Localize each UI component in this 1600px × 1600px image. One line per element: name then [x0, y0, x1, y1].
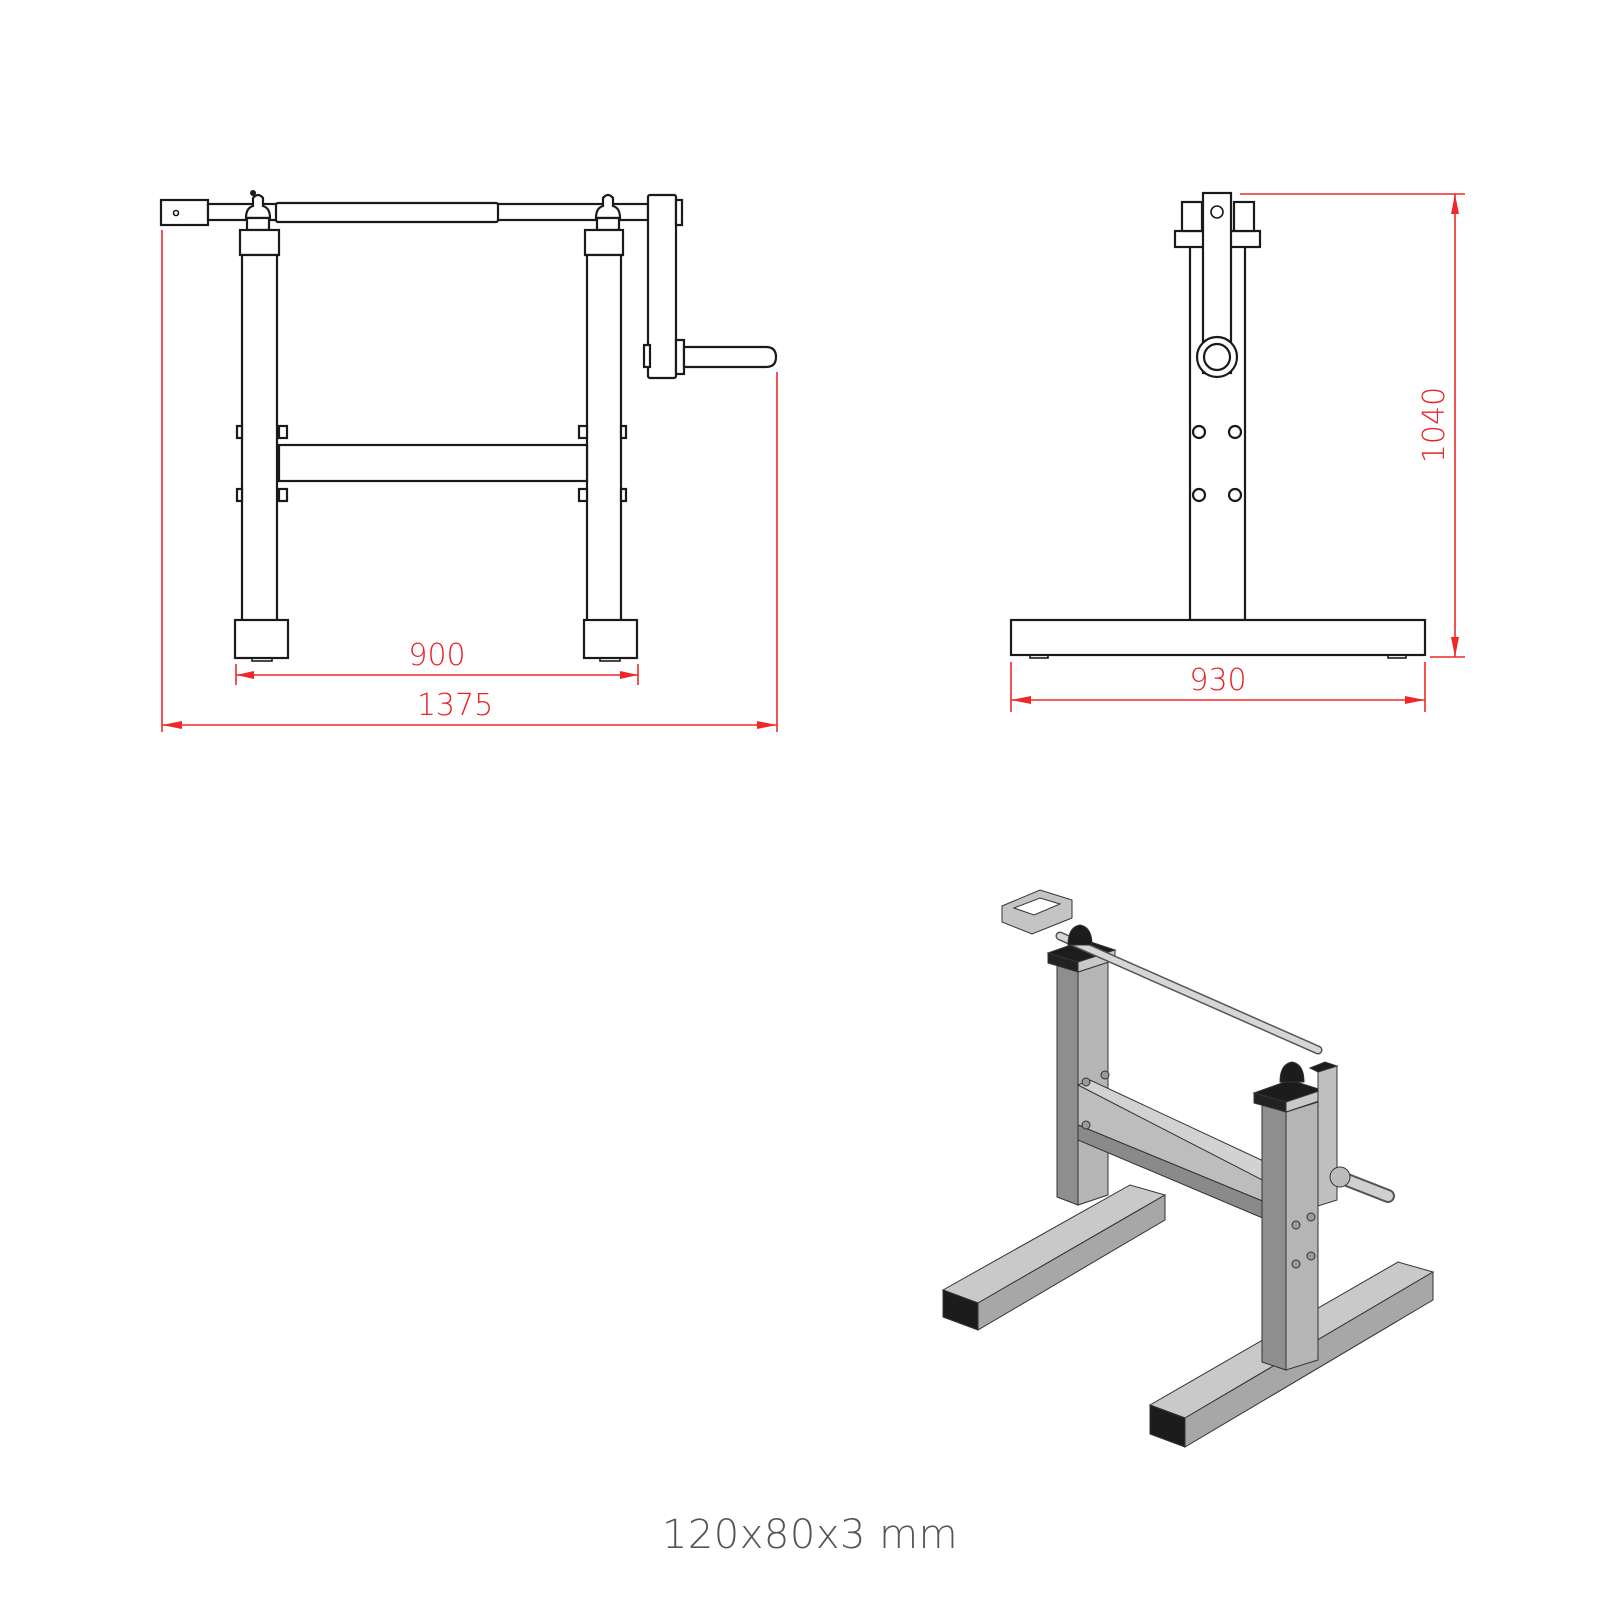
bolts	[235, 424, 628, 503]
side-base-pad-left	[1029, 654, 1049, 659]
iso-handle-frame-opening	[1012, 897, 1062, 916]
side-view: 930 1040	[1009, 191, 1465, 712]
isometric-view	[941, 889, 1435, 1448]
profile-size-caption: 120x80x3 mm	[661, 1512, 959, 1558]
right-foot	[582, 618, 639, 660]
side-bearing-right	[1232, 200, 1256, 233]
side-bolt-holes	[1191, 424, 1243, 503]
iso-crank-hub	[1329, 1166, 1351, 1188]
left-post	[240, 253, 279, 627]
right-bearing	[594, 193, 622, 232]
iso-front-post-left	[1261, 1103, 1287, 1371]
dimension-label-1375: 1375	[417, 688, 493, 723]
dimension-label-1040: 1040	[1417, 387, 1452, 463]
crank-plate	[646, 193, 678, 380]
side-base	[1009, 618, 1427, 657]
dimension-overall-width: 1375	[161, 230, 778, 732]
side-bearing-left	[1180, 200, 1204, 233]
left-bearing	[244, 190, 272, 232]
iso-front-post-right	[1285, 1101, 1319, 1371]
iso-back-bearing	[1067, 924, 1093, 946]
iso-front-bearing	[1279, 1061, 1305, 1083]
right-post-cap	[583, 228, 625, 257]
front-view: 900 1375	[159, 190, 778, 732]
right-foot-pad	[599, 657, 621, 662]
shaft-end-block	[159, 198, 210, 227]
crank-hub-left	[642, 343, 652, 369]
dimension-foot-spacing: 900	[235, 638, 639, 685]
iso-bolts	[1081, 1070, 1316, 1269]
dimension-base-length: 930	[1010, 662, 1426, 712]
side-handle-end	[1202, 342, 1232, 372]
iso-shaft	[1057, 933, 1321, 1053]
crank-hub-right	[674, 338, 686, 376]
dimension-label-900: 900	[408, 638, 465, 673]
left-post-cap	[238, 228, 281, 257]
dimension-label-930: 930	[1189, 663, 1246, 698]
shaft-tube	[274, 201, 500, 224]
crank-handle	[682, 345, 778, 369]
right-post	[585, 253, 623, 627]
left-foot-pad	[251, 657, 273, 662]
cross-beam	[277, 443, 589, 483]
iso-back-post-left	[1056, 964, 1079, 1206]
crank-hub-top	[674, 198, 684, 227]
iso-crank-plate-top	[1308, 1061, 1339, 1073]
left-foot	[233, 618, 290, 660]
side-base-pad-right	[1387, 654, 1407, 659]
dimension-overall-height: 1040	[1240, 193, 1465, 658]
side-arm-hole	[1210, 205, 1224, 219]
iso-back-foot-side	[977, 1194, 1166, 1331]
shaft-end-hole	[172, 209, 180, 217]
